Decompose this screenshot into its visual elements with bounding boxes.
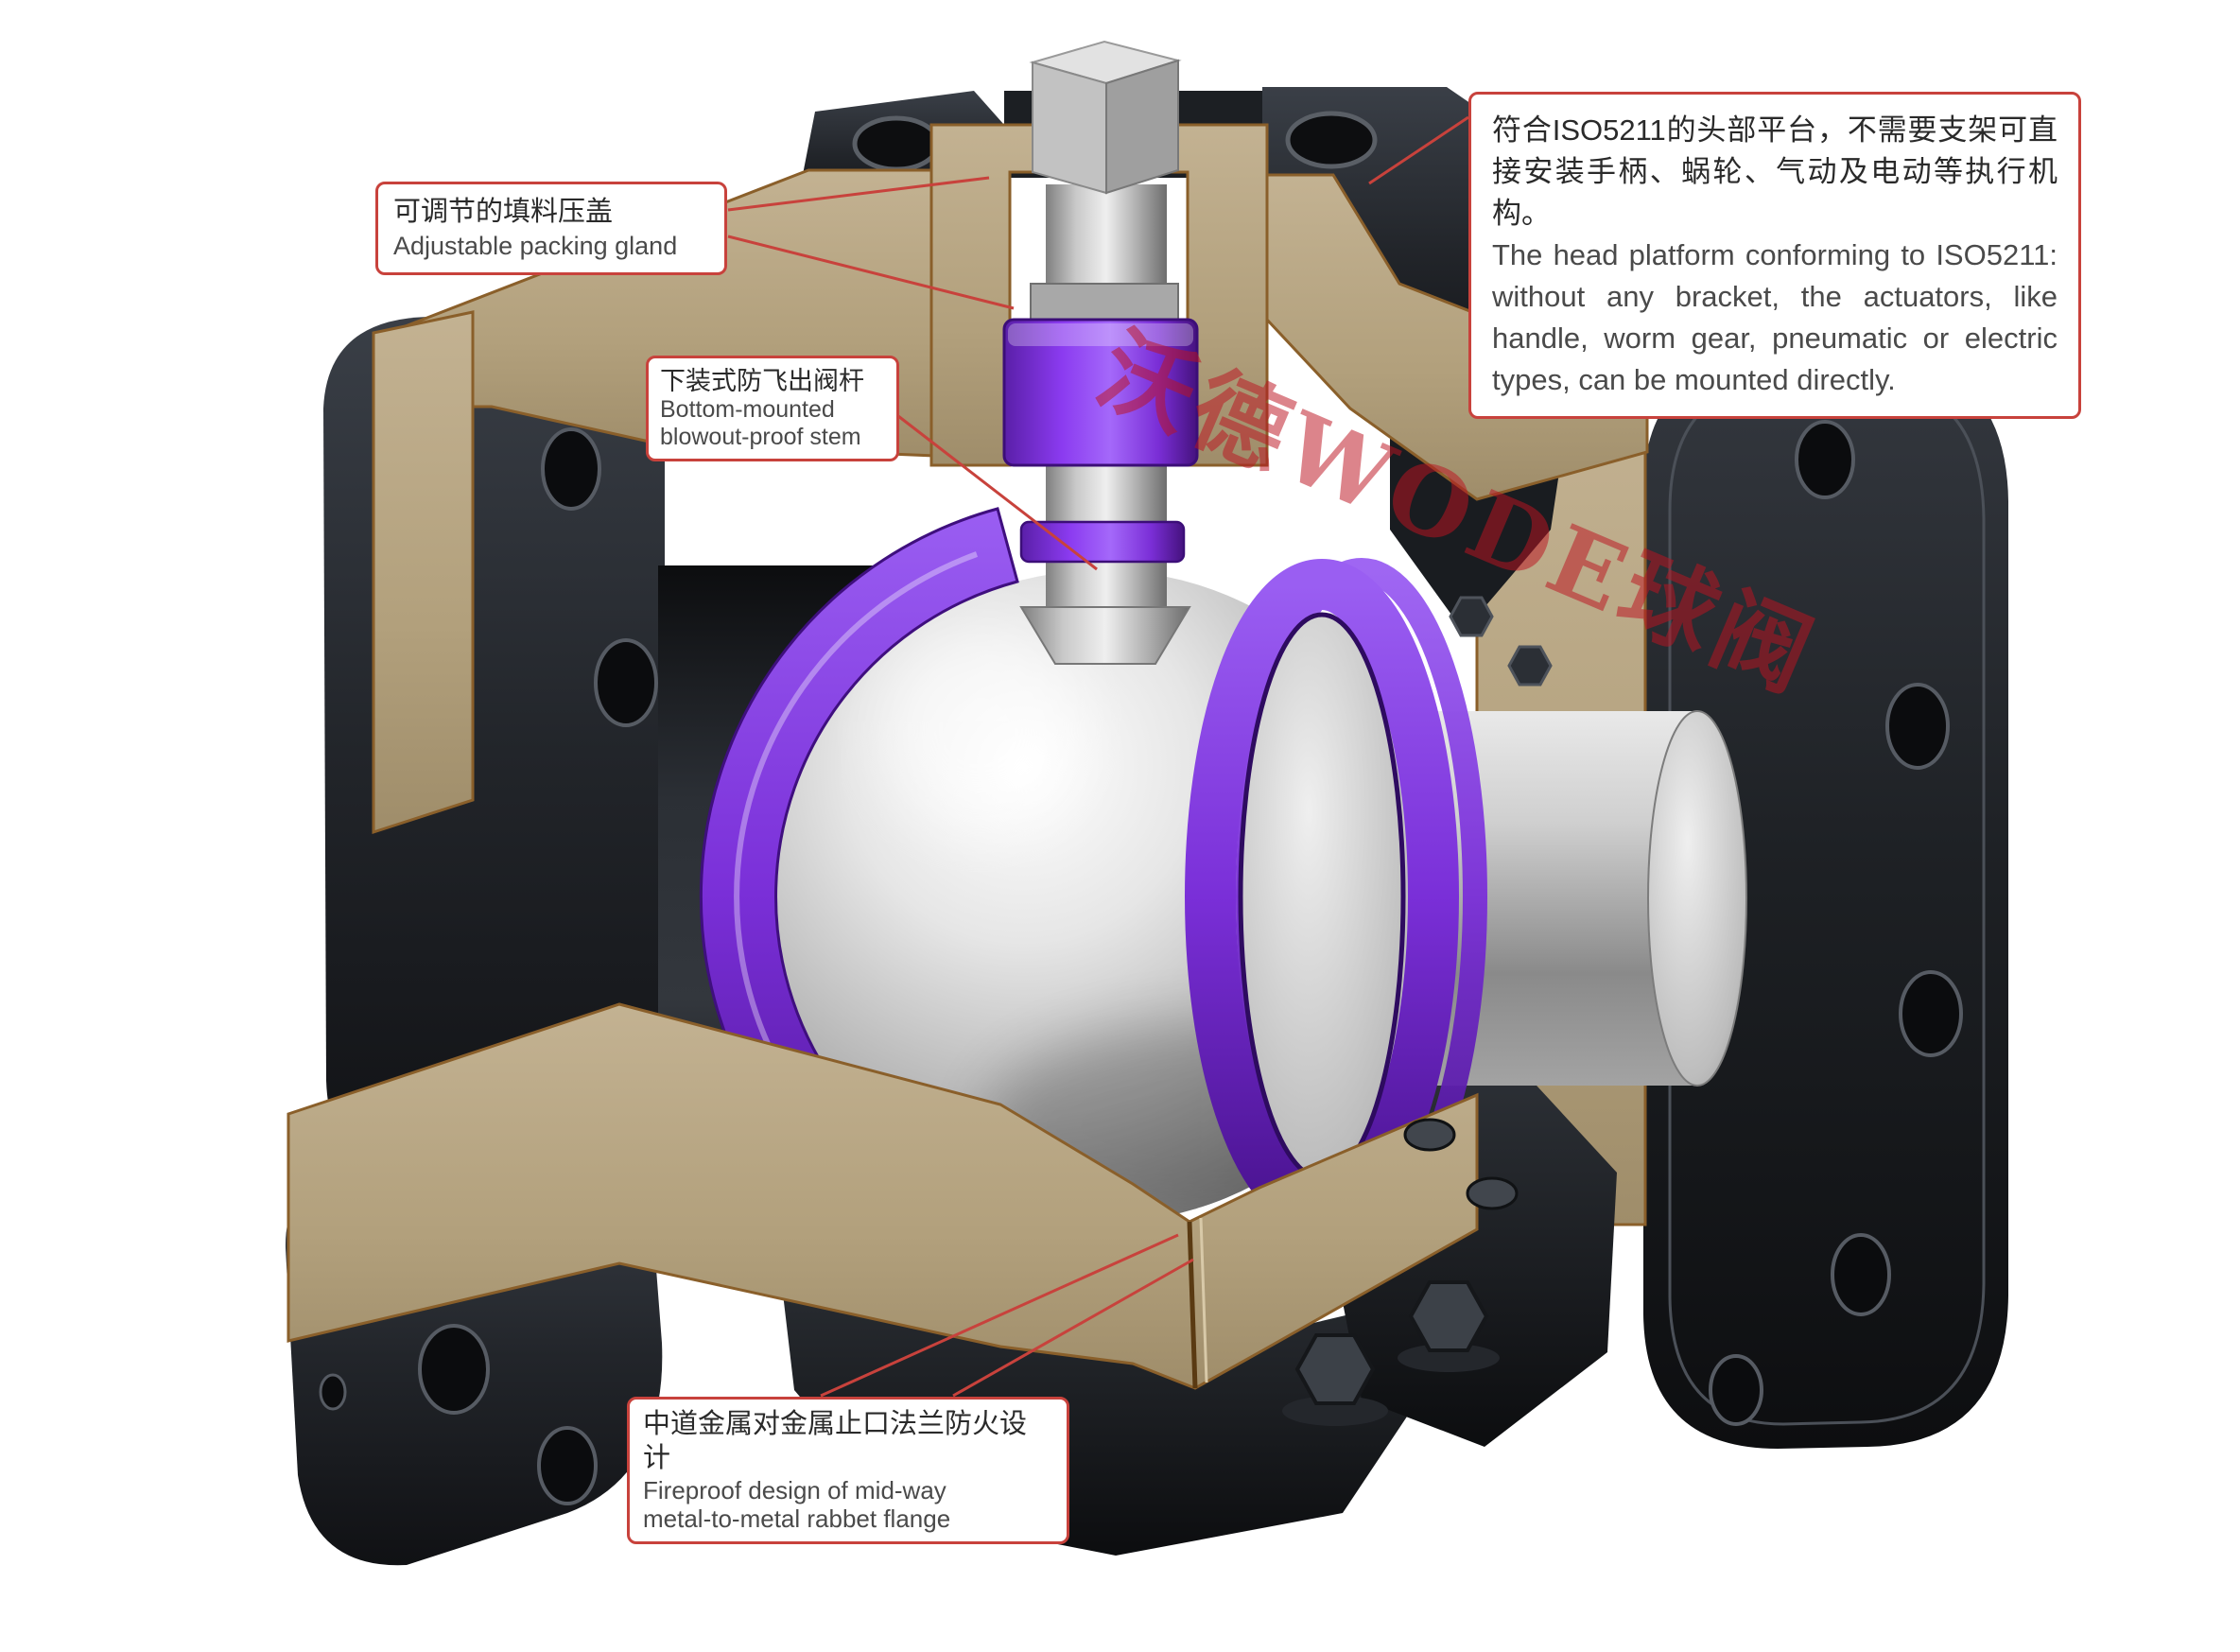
callout-iso5211-platform: 符合ISO5211的头部平台，不需要支架可直接安装手柄、蜗轮、气动及电动等执行机… xyxy=(1468,92,2081,420)
right-flange-bolt-holes xyxy=(1709,420,1963,1426)
stem-ball-boss xyxy=(1019,606,1191,665)
stem-assembly xyxy=(1002,40,1199,665)
rabbet-flange-joint xyxy=(1187,1221,1198,1389)
packing-seal xyxy=(1002,318,1199,467)
stem-square-head xyxy=(1029,40,1182,195)
body-section-left-strip xyxy=(372,310,475,835)
leader-line-stem xyxy=(897,414,1098,571)
callout-fireproof-flange: 中道金属对金属止口法兰防火设计 Fireproof design of mid-… xyxy=(627,1397,1069,1544)
callout-packing-gland-zh: 可调节的填料压盖 xyxy=(393,197,614,227)
gland-bushing xyxy=(1030,283,1179,322)
callout-packing-gland-en: Adjustable packing gland xyxy=(393,232,678,261)
hex-bolt xyxy=(1294,1333,1376,1405)
leader-line-packing-2 xyxy=(727,235,1015,310)
callout-flange-zh: 中道金属对金属止口法兰防火设计 xyxy=(643,1409,1028,1474)
callout-iso-en: The head platform conforming to ISO5211:… xyxy=(1492,238,2058,397)
platform-hole-left xyxy=(852,115,941,172)
callout-blowout-proof-stem: 下装式防飞出阀杆 Bottom-mounted blowout-proof st… xyxy=(646,356,899,461)
stem-thrust-seal xyxy=(1019,520,1186,564)
body-bolts xyxy=(1282,1118,1519,1426)
right-flange xyxy=(1643,357,2008,1449)
callout-iso-zh: 符合ISO5211的头部平台，不需要支架可直接安装手柄、蜗轮、气动及电动等执行机… xyxy=(1492,113,2058,231)
callout-stem-zh: 下装式防飞出阀杆 xyxy=(660,367,864,395)
leader-line-packing-1 xyxy=(727,176,990,212)
hex-bolt xyxy=(1408,1280,1489,1352)
callout-stem-en-line1: Bottom-mounted xyxy=(660,396,835,424)
leader-line-flange-2 xyxy=(952,1258,1194,1398)
leader-lines xyxy=(727,115,1469,1398)
callout-packing-gland: 可调节的填料压盖 Adjustable packing gland xyxy=(375,182,727,275)
leader-line-flange-1 xyxy=(820,1233,1179,1398)
body-nuts xyxy=(1449,596,1553,687)
callout-flange-en-line2: metal-to-metal rabbet flange xyxy=(643,1504,951,1534)
leader-line-iso xyxy=(1368,115,1469,185)
callout-stem-en-line2: blowout-proof stem xyxy=(660,424,861,451)
body-section-bottom xyxy=(287,1002,1479,1390)
callout-flange-en-line1: Fireproof design of mid-way xyxy=(643,1475,946,1504)
platform-hole-right xyxy=(1285,111,1378,169)
